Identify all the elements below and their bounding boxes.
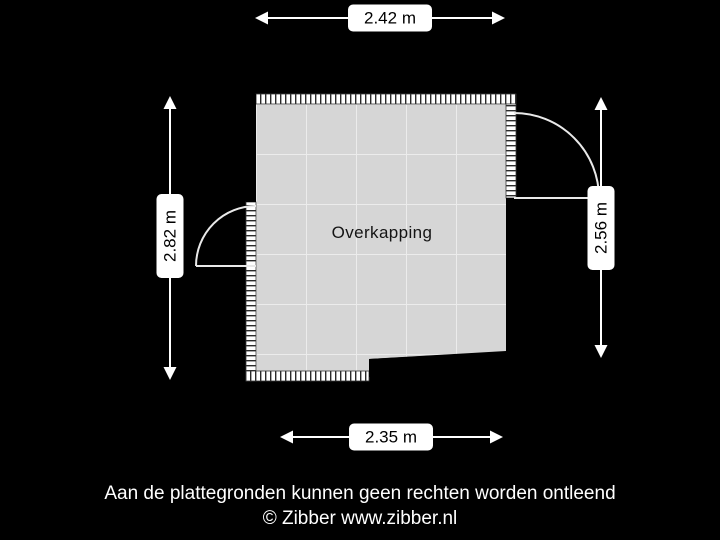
dim-arrowhead-top-left (255, 11, 268, 25)
dim-arrowhead-right-top (594, 97, 608, 110)
open-band-top (255, 93, 517, 105)
open-band-left-lower (245, 265, 257, 382)
open-band-bottom-left (245, 370, 370, 382)
room-floor (256, 104, 506, 371)
room-label: Overkapping (331, 223, 433, 242)
dimension-label-right: 2.56 m (587, 186, 615, 270)
footer-disclaimer: Aan de plattegronden kunnen geen rechten… (104, 483, 616, 504)
open-band-right-door (505, 103, 517, 199)
dim-arrowhead-left-top (163, 96, 177, 109)
dim-arrowhead-bottom-left (280, 430, 293, 444)
open-band-left-door (245, 201, 257, 267)
dim-arrowhead-top-right (492, 11, 505, 25)
dimension-label-left: 2.82 m (156, 194, 184, 278)
doors (195, 112, 600, 267)
footer-copyright: © Zibber www.zibber.nl (262, 508, 458, 529)
left-door-arc (195, 205, 257, 267)
dimension-label-bottom: 2.35 m (349, 423, 433, 451)
wall-bottom-right (369, 351, 516, 377)
wall-left-top (246, 94, 256, 202)
wall-right (506, 198, 516, 352)
walls (246, 94, 516, 377)
dim-arrowhead-right-bottom (594, 345, 608, 358)
right-door-arc (513, 112, 600, 199)
dimension-label-top: 2.42 m (348, 4, 432, 32)
dim-arrowhead-bottom-right (490, 430, 503, 444)
footer: Aan de plattegronden kunnen geen rechten… (0, 481, 720, 531)
dim-arrowhead-left-bottom (163, 367, 177, 380)
